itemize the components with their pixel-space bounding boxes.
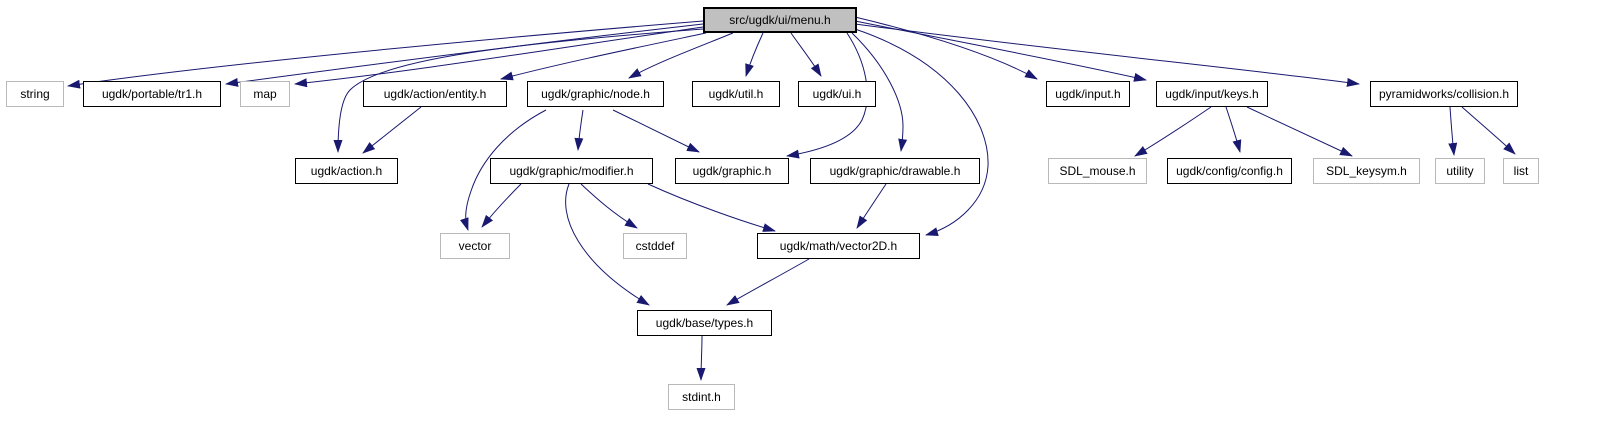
graph-node-sdl-mouse-h: SDL_mouse.h — [1048, 158, 1147, 184]
edge-menu-ui — [790, 32, 822, 77]
graph-node-string: string — [6, 81, 64, 107]
edge-modifier-cstddef — [580, 183, 638, 229]
graph-node-ugdk-action-h[interactable]: ugdk/action.h — [295, 158, 398, 184]
graph-node-vector: vector — [440, 233, 510, 259]
edge-vector2d-types — [726, 258, 810, 306]
graph-node-list: list — [1503, 158, 1539, 184]
graph-node-ugdk-util-h[interactable]: ugdk/util.h — [692, 81, 780, 107]
edge-node-graphic — [612, 109, 700, 153]
edge-menu-action — [333, 28, 704, 153]
edge-modifier-vector2d — [647, 183, 776, 232]
edge-node-vector — [459, 109, 547, 231]
edge-collision-list — [1461, 106, 1516, 155]
graph-node-map: map — [240, 81, 290, 107]
edge-menu-collision — [854, 23, 1360, 87]
graph-node-ugdk-input-h[interactable]: ugdk/input.h — [1046, 81, 1130, 107]
edge-menu-entity — [500, 32, 707, 81]
edge-modifier-vector — [481, 183, 522, 228]
graph-node-ugdk-graphic-drawable-h[interactable]: ugdk/graphic/drawable.h — [810, 158, 980, 184]
edge-types-stdint — [696, 335, 706, 381]
graph-node-stdint-h: stdint.h — [668, 384, 735, 410]
edge-menu-map — [294, 26, 704, 88]
edge-collision-utility — [1448, 106, 1458, 156]
graph-node-cstddef: cstddef — [623, 233, 687, 259]
edge-keys-sdlkeysym — [1246, 106, 1353, 157]
graph-node-ugdk-ui-h[interactable]: ugdk/ui.h — [798, 81, 876, 107]
graph-node-ugdk-graphic-h[interactable]: ugdk/graphic.h — [675, 158, 789, 184]
graph-node-src-ugdk-ui-menu-h: src/ugdk/ui/menu.h — [703, 7, 857, 33]
edge-menu-tr1 — [225, 23, 704, 87]
edge-entity-action — [362, 106, 422, 154]
edge-menu-vector2d — [854, 28, 989, 236]
graph-node-ugdk-graphic-modifier-h[interactable]: ugdk/graphic/modifier.h — [490, 158, 653, 184]
graph-node-ugdk-graphic-node-h[interactable]: ugdk/graphic/node.h — [527, 81, 664, 107]
edge-menu-util — [745, 32, 764, 77]
graph-node-ugdk-math-vector2d-h[interactable]: ugdk/math/vector2D.h — [757, 233, 920, 259]
graph-node-ugdk-action-entity-h[interactable]: ugdk/action/entity.h — [363, 81, 507, 107]
edge-modifier-types — [565, 183, 650, 306]
graph-node-utility: utility — [1435, 158, 1485, 184]
graph-node-ugdk-portable-tr1-h[interactable]: ugdk/portable/tr1.h — [83, 81, 221, 107]
graph-node-pyramidworks-collision-h[interactable]: pyramidworks/collision.h — [1370, 81, 1518, 107]
edge-menu-graphic — [786, 32, 868, 159]
edge-node-modifier — [574, 109, 584, 151]
edge-menu-string — [67, 20, 704, 89]
edge-menu-drawable — [851, 32, 908, 152]
graph-node-ugdk-config-config-h[interactable]: ugdk/config/config.h — [1167, 158, 1292, 184]
graph-node-ugdk-base-types-h[interactable]: ugdk/base/types.h — [637, 310, 772, 336]
graph-node-ugdk-input-keys-h[interactable]: ugdk/input/keys.h — [1156, 81, 1268, 107]
edge-menu-input — [854, 16, 1038, 80]
edge-menu-node — [628, 32, 734, 79]
edge-drawable-vector2d — [856, 183, 887, 229]
graph-node-sdl-keysym-h: SDL_keysym.h — [1313, 158, 1420, 184]
edge-keys-config — [1225, 106, 1242, 153]
edge-keys-sdlmouse — [1134, 106, 1212, 157]
